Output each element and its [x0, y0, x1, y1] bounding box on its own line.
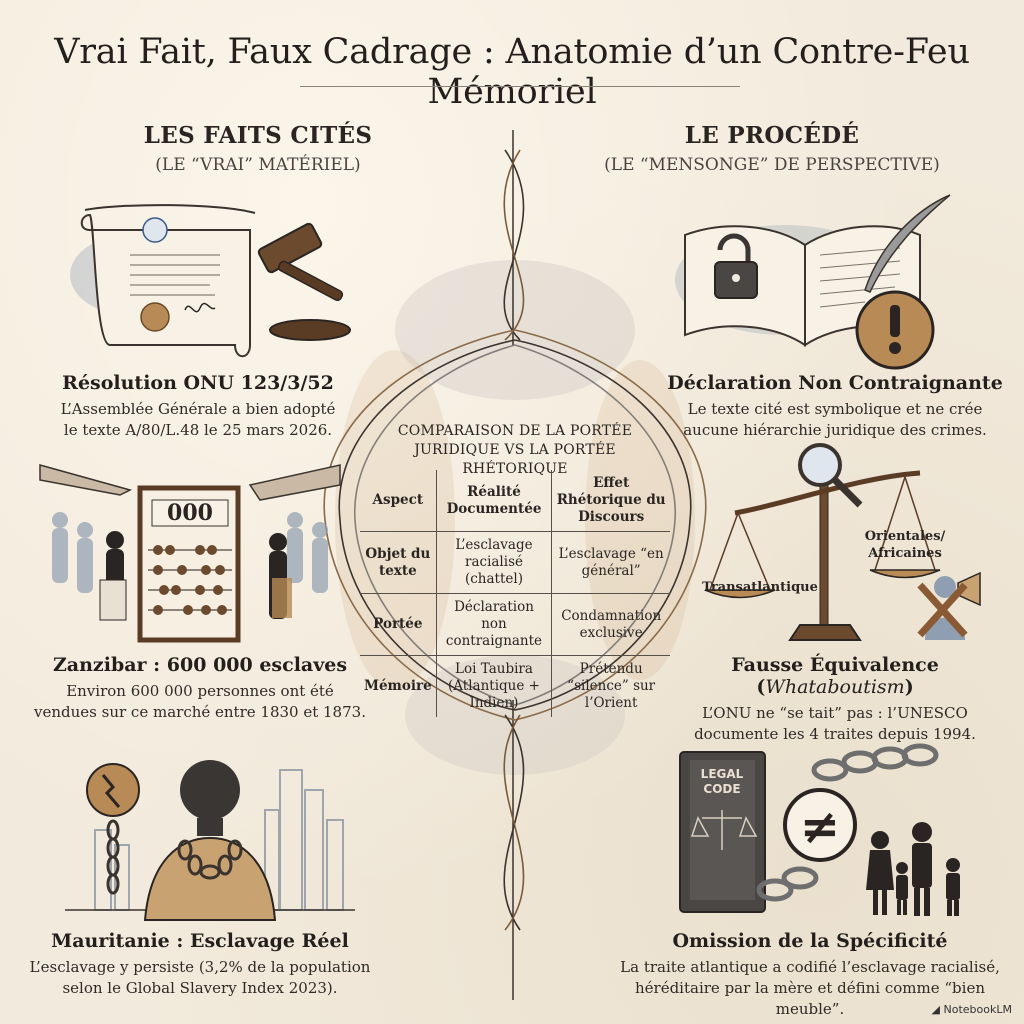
book-padlock-quill-illustration: [675, 194, 951, 370]
column-header: Effet Rhétorique du Discours: [551, 470, 670, 532]
title-end: ): [904, 676, 914, 698]
description-line: vendues sur ce marché entre 1830 et 1873…: [34, 703, 366, 721]
left-heading: LES FAITS CITÉS: [143, 122, 373, 149]
column-header: Aspect: [360, 470, 437, 532]
table-cell: Objet du texte: [360, 531, 437, 594]
legal-code-chains-illustration: LEGAL CODE ≠: [679, 743, 960, 916]
table-header-row: Aspect Réalité Documentée Effet Rhétoriq…: [360, 470, 670, 532]
left-subheading: (LE “VRAI” MATÉRIEL): [155, 155, 361, 175]
page-title: Vrai Fait, Faux Cadrage : Anatomie d’un …: [54, 32, 970, 112]
table-cell: Prétendu “silence” sur l’Orient: [551, 655, 670, 717]
item-title: Fausse Équivalence (Whataboutism): [660, 654, 1010, 698]
item-title: Zanzibar : 600 000 esclaves: [52, 654, 348, 676]
table-row: Mémoire Loi Taubira (Atlantique + Indien…: [360, 655, 670, 717]
table-row: Portée Déclaration non contraignante Con…: [360, 593, 670, 656]
footer-text: NotebookLM: [943, 1003, 1012, 1016]
mauritanie-chains-illustration: [65, 760, 355, 921]
abacus-counter: 000: [167, 500, 213, 526]
item-description: La traite atlantique a codifié l’esclava…: [610, 957, 1010, 1020]
right-column-heading: LE PROCÉDÉ (LE “MENSONGE” DE PERSPECTIVE…: [572, 122, 972, 175]
zanzibar-market-illustration: 000: [39, 464, 341, 643]
item-description: Environ 600 000 personnes ont été vendue…: [20, 681, 380, 723]
table-cell: L’esclavage racialisé (chattel): [435, 531, 553, 594]
description-line: L’ONU ne “se tait” pas : l’UNESCO: [702, 704, 968, 722]
table-cell: L’esclavage “en général”: [551, 531, 670, 594]
description-line: L’esclavage y persiste (3,2% de la popul…: [29, 958, 371, 976]
description-line: selon le Global Slavery Index 2023).: [62, 979, 338, 997]
item-title: Résolution ONU 123/3/52: [62, 372, 334, 394]
description-line: aucune hiérarchie juridique des crimes.: [683, 421, 987, 439]
description-line: L’Assemblée Générale a bien adopté: [60, 400, 336, 418]
title-main: Fausse Équivalence (: [731, 654, 939, 698]
table-cell: Condamnation exclusive: [551, 593, 670, 656]
scale-right-label-2: Africaines: [867, 546, 942, 561]
comparison-table: Aspect Réalité Documentée Effet Rhétoriq…: [360, 470, 670, 717]
book-line2: CODE: [703, 782, 740, 796]
item-title: Mauritanie : Esclavage Réel: [51, 930, 349, 952]
description-line: Le texte cité est symbolique et ne crée: [687, 400, 983, 418]
description-line: héréditaire par la mère et défini comme …: [635, 979, 985, 1018]
description-line: Environ 600 000 personnes ont été: [66, 682, 334, 700]
un-scroll-gavel-illustration: [70, 204, 351, 358]
item-description: L’Assemblée Générale a bien adopté le te…: [28, 399, 368, 441]
item-description: Le texte cité est symbolique et ne crée …: [660, 399, 1010, 441]
description-line: documente les 4 traites depuis 1994.: [694, 725, 976, 743]
item-description: L’esclavage y persiste (3,2% de la popul…: [20, 957, 380, 999]
table-row: Objet du texte L’esclavage racialisé (ch…: [360, 531, 670, 594]
table-cell: Déclaration non contraignante: [435, 593, 553, 656]
item-resolution-onu: Résolution ONU 123/3/52 L’Assemblée Géné…: [28, 372, 368, 441]
table-cell: Portée: [360, 593, 437, 656]
title-underline: [300, 86, 740, 87]
item-description: L’ONU ne “se tait” pas : l’UNESCO docume…: [660, 703, 1010, 745]
table-cell: Mémoire: [360, 655, 437, 717]
title-emphasis: Whataboutism: [765, 676, 905, 698]
item-omission: Omission de la Spécificité La traite atl…: [610, 930, 1010, 1020]
comparison-title-line: COMPARAISON DE LA PORTÉE: [397, 423, 633, 439]
book-line1: LEGAL: [701, 767, 744, 781]
item-title: Déclaration Non Contraignante: [667, 372, 1003, 394]
item-fausse-equivalence: Fausse Équivalence (Whataboutism) L’ONU …: [660, 654, 1010, 745]
scale-left-label: Transatlantique: [702, 580, 818, 595]
footer-brand: ◢ NotebookLM: [931, 1003, 1012, 1016]
description-line: La traite atlantique a codifié l’esclava…: [620, 958, 1000, 976]
left-column-heading: LES FAITS CITÉS (LE “VRAI” MATÉRIEL): [58, 122, 458, 175]
description-line: le texte A/80/L.48 le 25 mars 2026.: [63, 421, 333, 439]
balance-scale-illustration: Transatlantique Orientales/ Africaines: [702, 443, 981, 641]
right-subheading: (LE “MENSONGE” DE PERSPECTIVE): [604, 155, 940, 175]
scale-right-label-1: Orientales/: [865, 529, 946, 544]
column-header: Réalité Documentée: [435, 470, 553, 532]
table-cell: Loi Taubira (Atlantique + Indien): [435, 655, 553, 717]
item-zanzibar: Zanzibar : 600 000 esclaves Environ 600 …: [20, 654, 380, 723]
item-mauritanie: Mauritanie : Esclavage Réel L’esclavage …: [20, 930, 380, 999]
item-title: Omission de la Spécificité: [672, 930, 948, 952]
right-heading: LE PROCÉDÉ: [684, 122, 860, 149]
item-declaration: Déclaration Non Contraignante Le texte c…: [660, 372, 1010, 441]
not-equal-symbol: ≠: [800, 799, 840, 855]
